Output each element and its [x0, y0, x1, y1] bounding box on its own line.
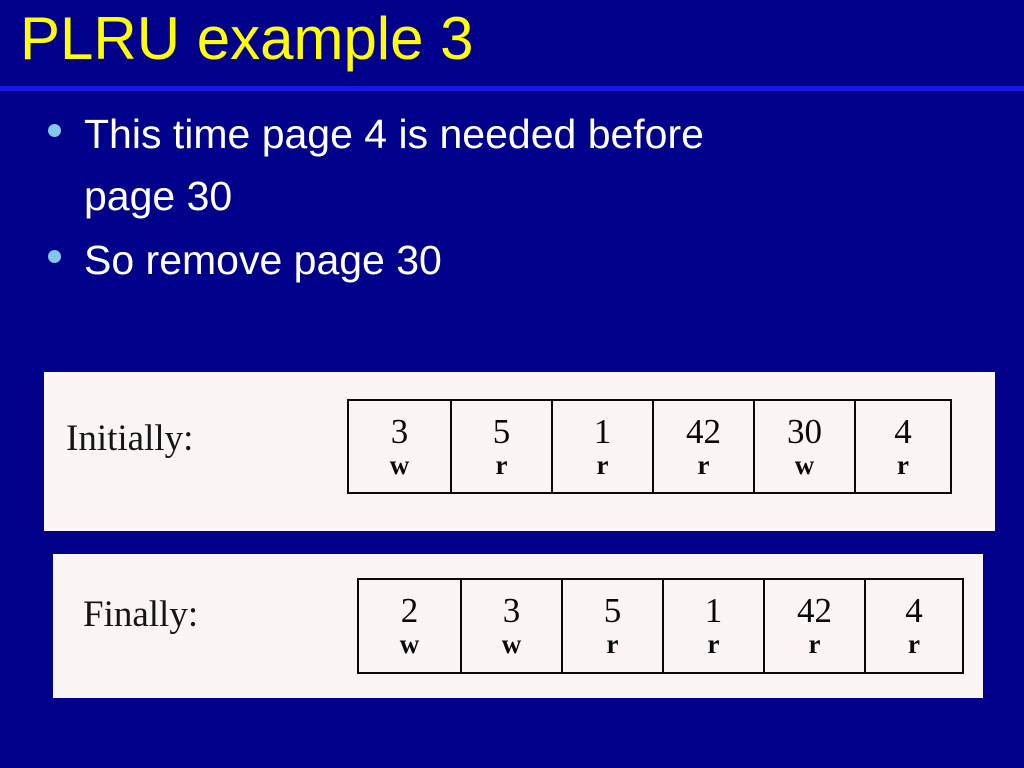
list-item: So remove page 30 — [40, 229, 940, 291]
cache-cell: 1 r — [553, 401, 654, 492]
cache-cell-value: 5 — [492, 411, 511, 451]
cache-cell-value: 42 — [797, 591, 832, 630]
list-item: This time page 4 is needed before page 3… — [40, 103, 940, 227]
cache-cell-mode: r — [697, 449, 710, 480]
cache-cell: 42 r — [654, 401, 755, 492]
cache-cell-value: 2 — [400, 591, 419, 630]
bullet-dot-icon — [48, 250, 61, 263]
cache-cell-mode: w — [399, 629, 420, 659]
cache-cell: 42 r — [765, 580, 866, 672]
cache-cell: 4 r — [866, 580, 962, 672]
cache-cell: 30 w — [755, 401, 856, 492]
list-item-label: This time page 4 is needed before page 3… — [84, 111, 704, 219]
cache-cell-mode: r — [707, 629, 720, 659]
initially-label: Initially: — [66, 418, 194, 459]
cache-cell-value: 1 — [704, 591, 723, 630]
cache-cell-mode: r — [897, 449, 909, 480]
cache-cell-value: 5 — [603, 591, 622, 630]
finally-cell-strip: 2 w 3 w 5 r 1 r 42 r 4 r — [357, 578, 964, 674]
cache-cell: 3 w — [349, 401, 452, 492]
bullet-list: This time page 4 is needed before page 3… — [40, 103, 940, 293]
cache-cell-value: 3 — [502, 591, 521, 630]
cache-cell-mode: r — [808, 629, 821, 659]
list-item-label: So remove page 30 — [84, 237, 442, 283]
initially-cell-strip: 3 w 5 r 1 r 42 r 30 w 4 r — [347, 399, 952, 494]
cache-cell: 5 r — [452, 401, 553, 492]
cache-cell-mode: r — [908, 629, 920, 659]
cache-cell-value: 1 — [593, 411, 612, 451]
cache-cell-mode: r — [495, 449, 508, 480]
cache-cell-mode: w — [501, 629, 522, 659]
cache-cell-value: 4 — [894, 411, 912, 451]
cache-cell-mode: w — [389, 449, 410, 480]
cache-cell: 4 r — [856, 401, 950, 492]
cache-cell-mode: r — [596, 449, 609, 480]
cache-cell: 5 r — [563, 580, 664, 672]
cache-cell-value: 3 — [390, 411, 409, 451]
cache-cell: 2 w — [359, 580, 462, 672]
cache-cell-value: 30 — [787, 411, 822, 451]
title-divider — [0, 86, 1024, 91]
title-bar: PLRU example 3 — [0, 0, 1024, 92]
bullet-dot-icon — [48, 124, 61, 137]
cache-cell-mode: r — [606, 629, 619, 659]
cache-cell-mode: w — [794, 449, 815, 480]
cache-cell-value: 4 — [905, 591, 923, 630]
cache-cell-value: 42 — [686, 411, 721, 451]
initially-panel: Initially: 3 w 5 r 1 r 42 r 30 w — [44, 372, 995, 531]
finally-panel: Finally: 2 w 3 w 5 r 1 r 42 r — [53, 554, 983, 698]
cache-cell: 3 w — [462, 580, 563, 672]
page-title: PLRU example 3 — [20, 5, 474, 72]
finally-label: Finally: — [83, 594, 199, 635]
cache-cell: 1 r — [664, 580, 765, 672]
